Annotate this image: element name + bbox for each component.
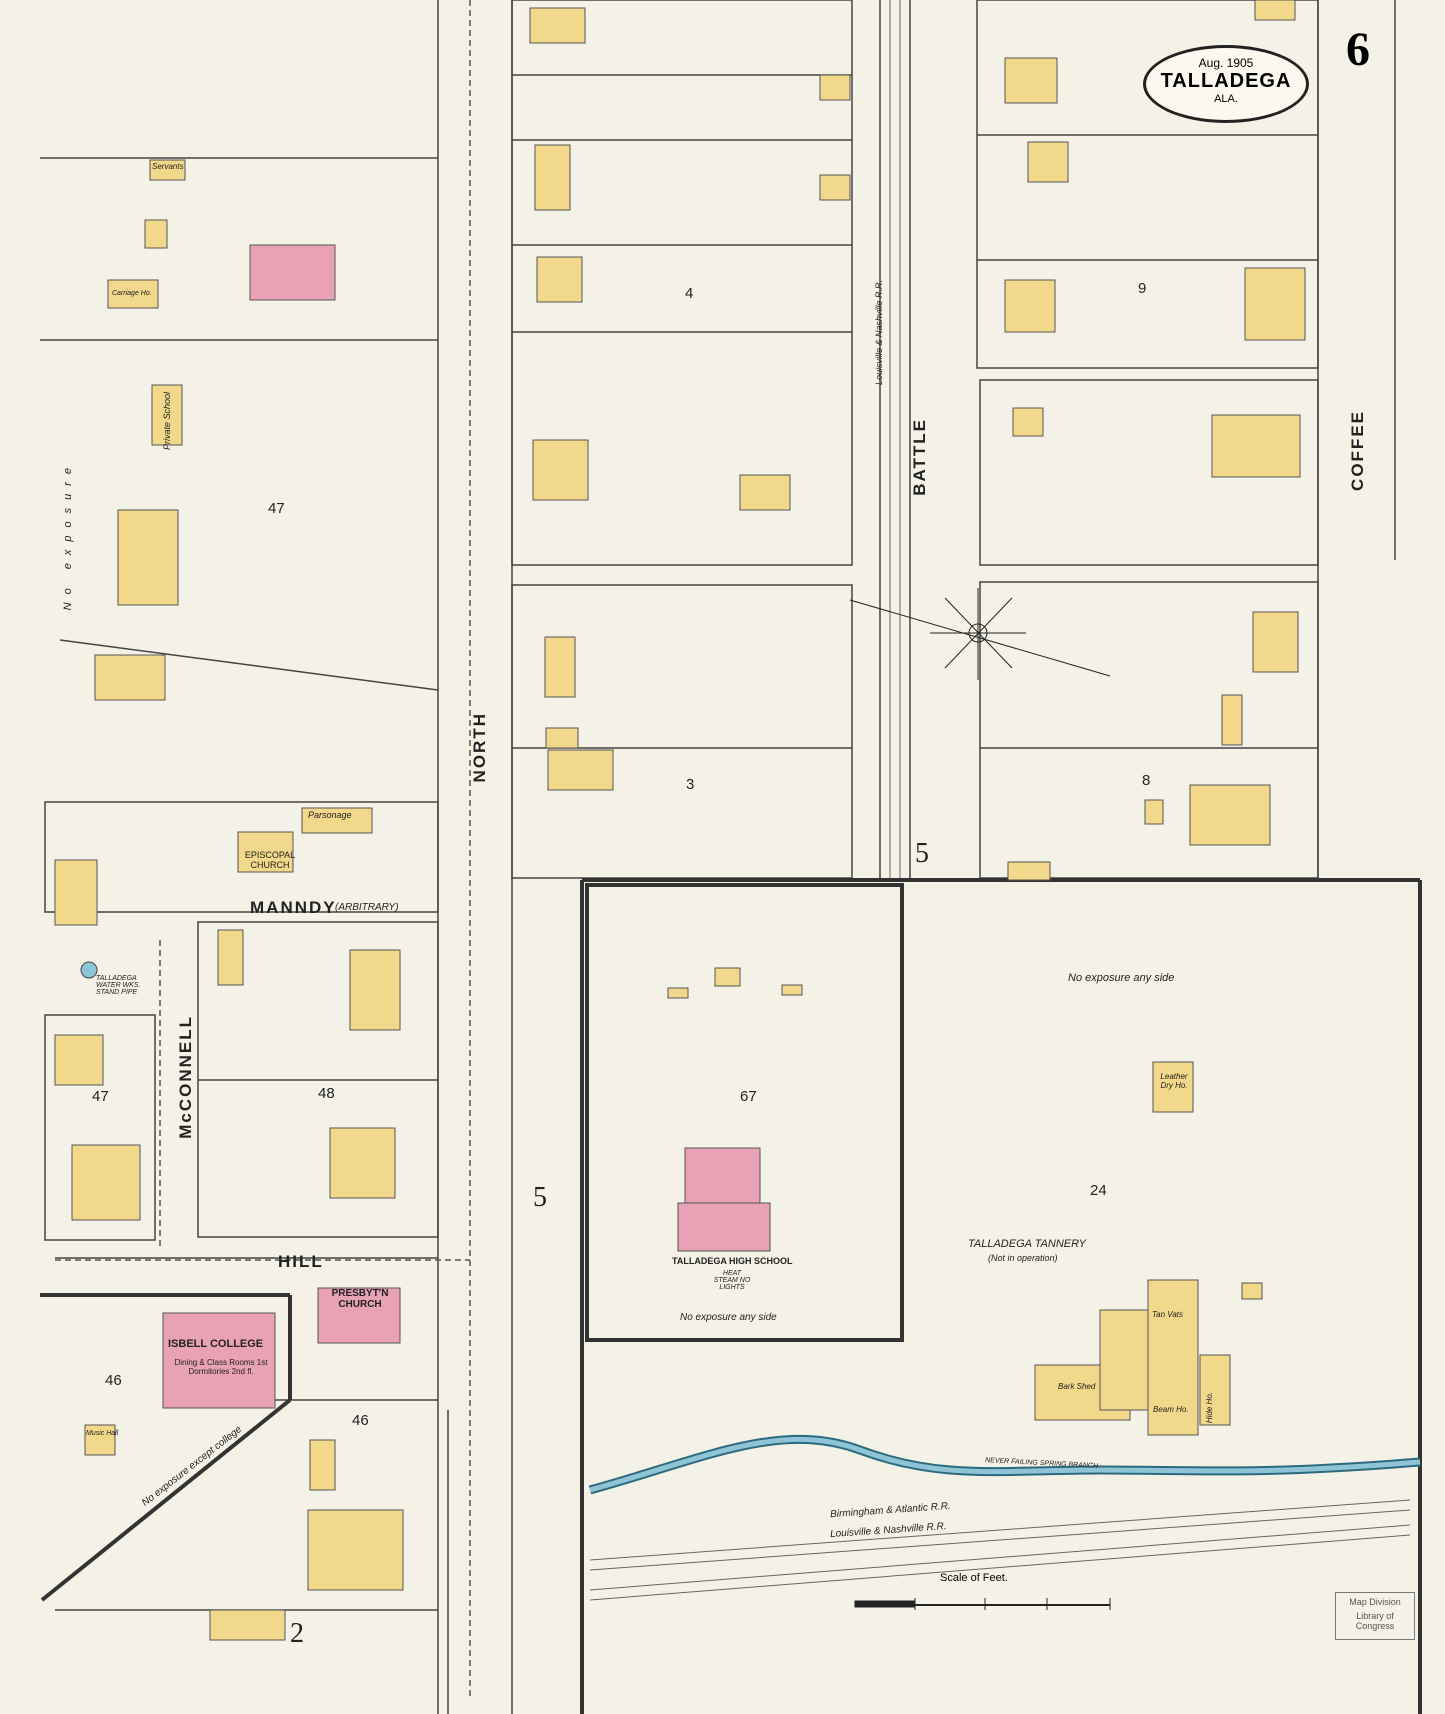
street-mcconnell: McCONNELL [176, 1015, 195, 1139]
map-state: ALA. [1214, 93, 1238, 105]
street-manndy-note: (ARBITRARY) [335, 902, 399, 913]
stand-pipe [80, 961, 98, 979]
street-battle: BATTLE [910, 418, 929, 496]
street-manndy: MANNDY [250, 898, 337, 917]
library-stamp: Map Division Library of Congress [1335, 1592, 1415, 1640]
label-beam-house: Beam Ho. [1153, 1405, 1189, 1414]
sheet-number: 6 [1346, 23, 1370, 76]
block-number: 3 [686, 776, 695, 793]
sheet-reference: 5 [915, 838, 929, 869]
label-tannery: TALLADEGA TANNERY [968, 1238, 1086, 1250]
stamp-library: Library of Congress [1355, 1611, 1395, 1631]
label-presbyterian-church: PRESBYT'N CHURCH [331, 1288, 389, 1310]
label-tannery-status: (Not in operation) [988, 1253, 1058, 1263]
label-hide-house: Hide Ho. [1205, 1392, 1214, 1424]
label-high-school: TALLADEGA HIGH SCHOOL [672, 1256, 793, 1266]
label-servants: Servants [152, 162, 184, 171]
compass-rose [849, 588, 1111, 680]
block-number: 67 [740, 1088, 757, 1105]
street-north: NORTH [470, 712, 489, 783]
label-water-stand-pipe: TALLADEGA WATER WKS. STAND PIPE [96, 975, 141, 996]
label-bark-shed: Bark Shed [1058, 1382, 1096, 1391]
label-college-use: Dining & Class Rooms 1st Dormitories 2nd… [174, 1358, 268, 1376]
label-private-school: Private School [162, 392, 172, 451]
map-date: Aug. 1905 [1198, 56, 1254, 70]
street-coffee: COFFEE [1348, 410, 1367, 491]
label-carriage-house: Carriage Ho. [112, 290, 152, 297]
map-title: Aug. 1905 TALLADEGA ALA. [1143, 45, 1309, 123]
label-leather-dry-house: Leather Dry Ho. [1160, 1072, 1188, 1090]
stamp-division: Map Division [1349, 1597, 1401, 1607]
scale-title: Scale of Feet. [940, 1572, 1008, 1584]
railroad-louisville-nashville-vertical: Louisville & Nashville R.R. [874, 280, 884, 386]
label-parsonage: Parsonage [308, 810, 352, 820]
note-no-exposure-any-side: No exposure any side [1068, 972, 1175, 984]
note-no-exposure-any-side: No exposure any side [680, 1312, 777, 1323]
block-number: 47 [268, 500, 285, 517]
block-number: 9 [1138, 280, 1147, 297]
block-number: 24 [1090, 1182, 1107, 1199]
label-high-school-note: HEAT STEAM NO LIGHTS [713, 1270, 751, 1291]
note-no-exposure: No exposure [62, 460, 74, 611]
block-number: 2 [290, 1618, 304, 1649]
block-number: 4 [685, 285, 694, 302]
block-number: 8 [1142, 772, 1151, 789]
label-tan-vats: Tan Vats [1152, 1310, 1183, 1319]
scale-bar [854, 1598, 1111, 1610]
label-music-hall: Music Hall [86, 1430, 119, 1437]
block-number: 48 [318, 1085, 335, 1102]
street-hill: HILL [278, 1252, 324, 1271]
block-number: 46 [105, 1372, 122, 1389]
sheet-reference: 5 [533, 1182, 547, 1213]
label-isbell-college: ISBELL COLLEGE [168, 1338, 264, 1350]
label-episcopal-church: EPISCOPAL CHURCH [244, 850, 296, 870]
block-number: 46 [352, 1412, 369, 1429]
block-number: 47 [92, 1088, 109, 1105]
map-city: TALLADEGA [1160, 70, 1292, 92]
